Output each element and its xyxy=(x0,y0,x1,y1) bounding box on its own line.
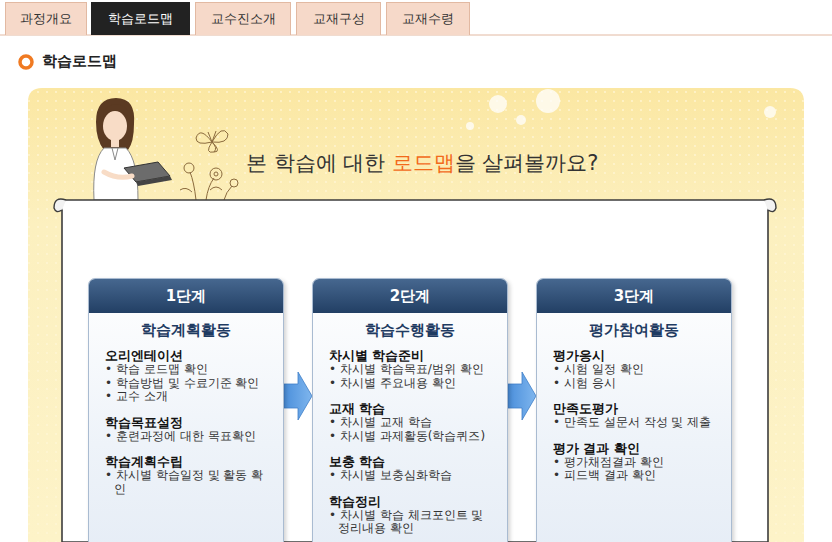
task-item: • 교수 소개 xyxy=(89,390,283,404)
stage-title: 평가참여활동 xyxy=(537,313,731,340)
flower-doodle xyxy=(180,163,238,200)
nav-tab: 과정개요 xyxy=(5,2,87,35)
stage-number: 2단계 xyxy=(313,279,507,313)
task-heading: 만족도평가 xyxy=(537,401,731,416)
stage-column: 3단계평가참여활동평가응시• 시험 일정 확인• 시험 응시만족도평가• 만족도… xyxy=(536,278,732,542)
flow-arrow xyxy=(508,372,536,420)
banner-line: 본 학습에 대한로드맵을 살펴볼까요? xyxy=(246,149,598,177)
task-item: • 만족도 설문서 작성 및 제출 xyxy=(537,416,731,430)
task-heading: 학습정리 xyxy=(313,494,507,509)
bubbles xyxy=(466,89,776,130)
nav-tab: 교수진소개 xyxy=(195,2,291,35)
banner-text: 본 학습에 대한 xyxy=(246,149,385,177)
flow-arrow xyxy=(284,372,312,420)
task-item: • 시험 응시 xyxy=(537,377,731,391)
task-heading: 학습목표설정 xyxy=(89,415,283,430)
task-item: • 훈련과정에 대한 목표확인 xyxy=(89,430,283,444)
banner-text: 로드맵 xyxy=(392,149,455,177)
task-item: • 차시별 교재 학습 xyxy=(313,416,507,430)
stage-number: 1단계 xyxy=(89,279,283,313)
heading-icon xyxy=(20,56,32,68)
task-item: • 학습 로드맵 확인 xyxy=(89,363,283,377)
stage-number: 3단계 xyxy=(537,279,731,313)
task-heading: 학습계획수립 xyxy=(89,454,283,469)
stage-column: 1단계학습계획활동오리엔테이션• 학습 로드맵 확인• 학습방법 및 수료기준 … xyxy=(88,278,284,542)
task-heading: 오리엔테이션 xyxy=(89,348,283,363)
task-item: • 학습방법 및 수료기준 확인 xyxy=(89,377,283,391)
stage-title: 학습계획활동 xyxy=(89,313,283,340)
stage-title: 학습수행활동 xyxy=(313,313,507,340)
task-item: • 차시별 학습 체크포인트 및 정리내용 확인 xyxy=(313,509,507,536)
tab-label: 과정개요 xyxy=(20,10,72,28)
task-item: • 차시별 학습일정 및 활동 확인 xyxy=(89,469,283,496)
woman-illustration xyxy=(94,98,172,200)
nav-tab: 교재구성 xyxy=(296,2,381,35)
task-item: • 차시별 학습목표/범위 확인 xyxy=(313,363,507,377)
task-heading: 평가 결과 확인 xyxy=(537,441,731,456)
task-item: • 피드백 결과 확인 xyxy=(537,469,731,483)
task-heading: 보충 학습 xyxy=(313,454,507,469)
tab-label: 학습로드맵 xyxy=(108,10,173,28)
task-item: • 평가채점결과 확인 xyxy=(537,456,731,470)
task-heading: 평가응시 xyxy=(537,348,731,363)
nav-tab: 학습로드맵 xyxy=(91,2,190,35)
task-item: • 차시별 보충심화학습 xyxy=(313,469,507,483)
tab-label: 교수진소개 xyxy=(211,10,276,28)
banner-text: 을 살펴볼까요? xyxy=(455,149,599,177)
tab-label: 교재수령 xyxy=(402,10,454,28)
task-heading: 교재 학습 xyxy=(313,401,507,416)
nav-tab: 교재수령 xyxy=(386,2,470,35)
task-item: • 차시별 주요내용 확인 xyxy=(313,377,507,391)
butterfly-doodle xyxy=(196,130,228,152)
task-heading: 차시별 학습준비 xyxy=(313,348,507,363)
stage-column: 2단계학습수행활동차시별 학습준비• 차시별 학습목표/범위 확인• 차시별 주… xyxy=(312,278,508,542)
tab-label: 교재구성 xyxy=(313,10,365,28)
page-heading: 학습로드맵 xyxy=(42,52,117,71)
task-item: • 차시별 과제활동(학습퀴즈) xyxy=(313,430,507,444)
task-item: • 시험 일정 확인 xyxy=(537,363,731,377)
